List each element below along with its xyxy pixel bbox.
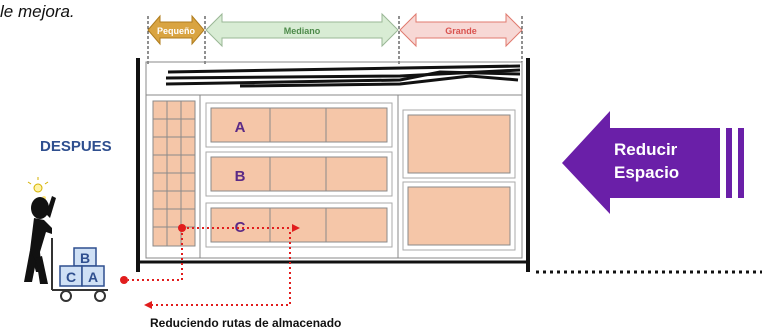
box-a: A (81, 265, 105, 287)
despues-label: DESPUES (40, 138, 112, 155)
route-arrowhead (292, 224, 300, 232)
caption-text: le mejora. (0, 2, 75, 21)
medium-rack-row-c: C (205, 202, 393, 248)
large-rack-top (402, 109, 516, 179)
idea-bulb-icon (27, 177, 49, 193)
box-c-label: C (66, 269, 76, 285)
hand-truck (51, 238, 108, 302)
row-label-b: B (235, 168, 246, 185)
reduce-space-arrow: Reducir Espacio (562, 111, 744, 214)
long-items (165, 64, 521, 88)
small-items-rack (152, 100, 196, 247)
row-label-a: A (235, 119, 246, 136)
box-a-label: A (88, 269, 98, 285)
box-b: B (73, 247, 97, 267)
worker-figure (24, 177, 56, 284)
large-rack-bottom (402, 181, 516, 251)
route-arrowhead (144, 301, 152, 309)
storage-routes-label: Reduciendo rutas de almacenado (150, 316, 342, 330)
route-start-dot (178, 224, 186, 232)
row-label-c: C (235, 219, 246, 236)
size-arrow-large: Grande (399, 12, 523, 48)
size-label-small: Pequeño (157, 26, 196, 36)
size-label-medium: Mediano (284, 26, 321, 36)
size-arrow-medium: Mediano (205, 12, 399, 48)
storage-route-lines (128, 227, 292, 306)
box-c: C (59, 265, 83, 287)
arrow-text-line1: Reducir (614, 140, 678, 159)
medium-rack-row-b: B (205, 151, 393, 197)
medium-rack-row-a: A (205, 102, 393, 148)
arrow-text-line2: Espacio (614, 163, 679, 182)
warehouse-frame (136, 58, 530, 272)
size-label-large: Grande (445, 26, 477, 36)
box-b-label: B (80, 250, 90, 266)
route-end-dot (120, 276, 128, 284)
size-arrow-small: Pequeño (147, 14, 205, 46)
